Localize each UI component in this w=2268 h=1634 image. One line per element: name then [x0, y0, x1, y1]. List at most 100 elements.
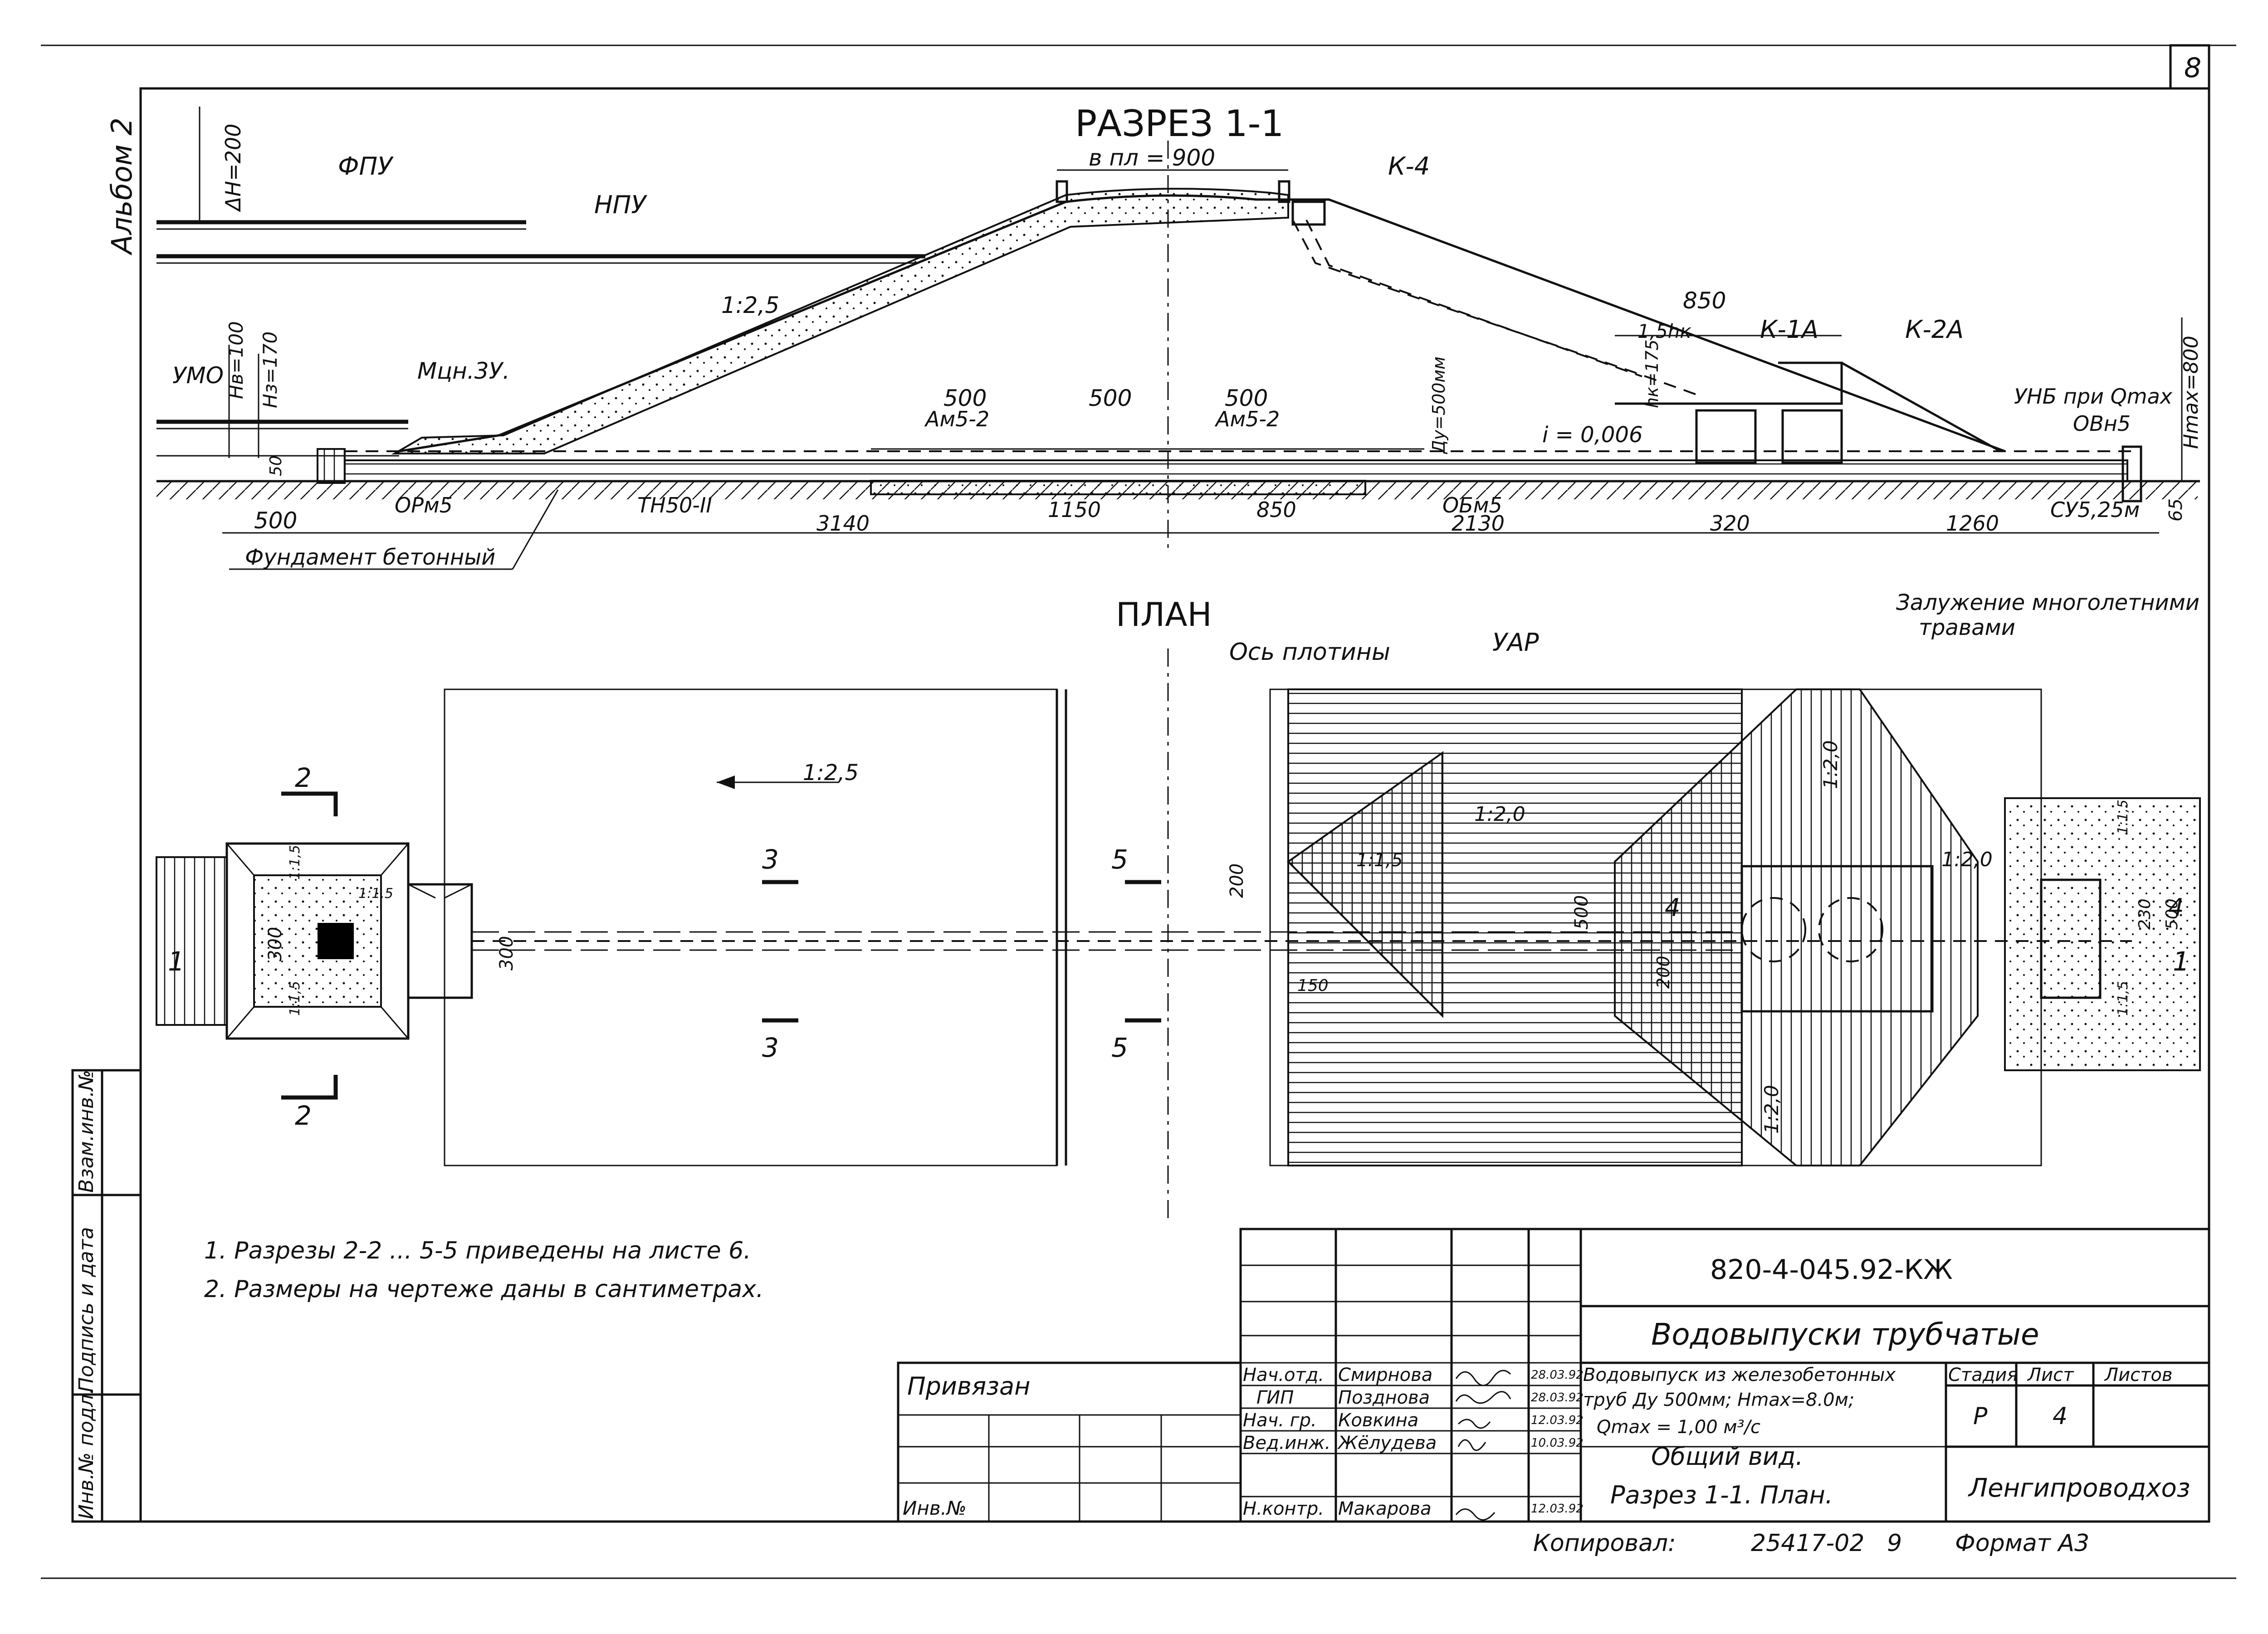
- role-1: ГИП: [1256, 1387, 1294, 1408]
- stage-header: Стадия: [1948, 1365, 2018, 1385]
- label-1260: 1260: [1946, 511, 1999, 536]
- label-slope-20-d: 1:2,0: [1760, 1085, 1783, 1134]
- label-dh: ΔН=200: [221, 124, 245, 212]
- label-k4: К-4: [1388, 152, 1430, 180]
- label-ovn: ОВн5: [2073, 411, 2131, 436]
- label-500-2: 500: [1089, 385, 1132, 411]
- label-230: 230: [2136, 898, 2154, 930]
- label-500-left: 500: [254, 507, 297, 534]
- name-1: Позднова: [1338, 1387, 1430, 1408]
- name-5: Макарова: [1338, 1498, 1432, 1519]
- label-umo: УМО: [172, 362, 224, 389]
- label-sec-2b: 2: [295, 1100, 312, 1131]
- role-0: Нач.отд.: [1243, 1365, 1324, 1385]
- date-0: 28.03.92: [1531, 1368, 1584, 1382]
- label-500-outlet: 500: [2163, 898, 2181, 930]
- pipe-section: [344, 459, 2128, 482]
- well-k2a: [1781, 409, 1843, 464]
- date-1: 28.03.92: [1531, 1391, 1584, 1405]
- stage-value: Р: [1973, 1403, 1988, 1430]
- label-grass-2: травами: [1919, 615, 2015, 640]
- date-2: 12.03.92: [1531, 1414, 1584, 1427]
- sheet-header: Лист: [2027, 1365, 2074, 1385]
- sheet-number: 8: [2184, 52, 2201, 84]
- label-3140: 3140: [816, 511, 870, 536]
- label-sec-5a: 5: [1111, 844, 1128, 875]
- doc-sub-2: Разрез 1-1. План.: [1610, 1481, 1833, 1509]
- signature-rows: Нач.отд. Смирнова 28.03.92 ГИП Позднова …: [1243, 1365, 1584, 1519]
- date-3: 10.03.92: [1531, 1436, 1584, 1450]
- label-slope-i: i = 0,006: [1542, 422, 1642, 448]
- role-5: Н.контр.: [1243, 1498, 1324, 1519]
- label-foundation: Фундамент бетонный: [245, 545, 495, 570]
- date-5: 12.03.92: [1531, 1502, 1584, 1516]
- label-50: 50: [267, 455, 285, 476]
- name-0: Смирнова: [1338, 1365, 1432, 1385]
- doc-desc-3: Qmax = 1,00 м³/с: [1597, 1417, 1760, 1438]
- label-slope-15-f: 1:1,5: [2115, 981, 2131, 1016]
- sheets-header: Листов: [2104, 1365, 2172, 1385]
- album-label: Альбом 2: [105, 117, 138, 256]
- name-3: Жёлудева: [1337, 1433, 1437, 1454]
- label-850b: 850: [1256, 498, 1296, 522]
- title-block: [897, 1228, 2210, 1523]
- side-stamp: [71, 1069, 142, 1523]
- label-tn: ТН50-II: [637, 493, 712, 517]
- doc-code: 820-4-045.92-КЖ: [1710, 1254, 1953, 1286]
- role-3: Вед.инж.: [1243, 1433, 1330, 1454]
- label-slope-15-a: 1:1,5: [1356, 850, 1403, 871]
- label-sec-5b: 5: [1111, 1032, 1128, 1063]
- sheet-value: 4: [2053, 1403, 2068, 1430]
- label-slope-20-b: 1:2,0: [1941, 848, 1993, 871]
- doc-sub-1: Общий вид.: [1651, 1442, 1803, 1471]
- label-slope-20-a: 1:2,0: [1474, 803, 1525, 826]
- upstream-lining: [391, 188, 1289, 454]
- label-bpl: в пл = 900: [1089, 145, 1215, 171]
- format-label: Формат А3: [1955, 1530, 2089, 1557]
- label-mtsn: Мцн.3У.: [417, 358, 510, 384]
- label-fpu: ФПУ: [338, 152, 394, 180]
- handwritten-signatures: [1455, 1370, 1511, 1521]
- label-sec-1: 1: [168, 946, 185, 977]
- label-obm: ОБм5: [1442, 493, 1502, 517]
- label-hv: Нв=100: [225, 321, 247, 399]
- label-sec-2a: 2: [295, 762, 312, 793]
- doc-title: Водовыпуски трубчатые: [1651, 1317, 2039, 1352]
- role-2: Нач. гр.: [1243, 1410, 1317, 1431]
- label-150: 150: [1297, 976, 1329, 995]
- label-grass-1: Залужение многолетними: [1896, 590, 2200, 615]
- umo-structure: [317, 448, 346, 484]
- section-drawing: [156, 107, 2200, 553]
- label-am2: Ам5-2: [1214, 407, 1280, 431]
- label-200b: 200: [1653, 956, 1673, 989]
- label-k1a: К-1А: [1760, 315, 1818, 344]
- label-orm: ОРм5: [395, 493, 453, 517]
- plan-stilling-basin: [1614, 688, 1979, 1166]
- label-du: Ду=500мм: [1429, 356, 1449, 454]
- doc-desc-2: труб Ду 500мм; Нmax=8.0м;: [1583, 1390, 1854, 1410]
- label-500-plan: 500: [1571, 895, 1592, 930]
- label-k2a: К-2А: [1905, 315, 1964, 344]
- label-1150: 1150: [1048, 498, 1101, 522]
- label-hz: Нз=170: [259, 332, 281, 408]
- label-hmax: Нmax=800: [2180, 336, 2203, 449]
- copied-label: Копировал:: [1533, 1530, 1676, 1557]
- label-slope-25-plan: 1:2,5: [803, 760, 859, 785]
- label-sec-4b: 4: [2168, 893, 2184, 922]
- name-2: Ковкина: [1338, 1410, 1418, 1431]
- privyazan-label: Привязан: [907, 1372, 1030, 1400]
- org-name: Ленгипроводхоз: [1968, 1473, 2190, 1503]
- sheet-number-box: [2169, 44, 2210, 90]
- label-200: 200: [1227, 863, 1247, 898]
- label-sec-4: 4: [1665, 893, 1680, 922]
- label-axis: Ось плотины: [1229, 639, 1390, 666]
- label-300-b: 300: [496, 936, 517, 971]
- label-15hk: 1,5hк: [1637, 320, 1691, 342]
- label-slope-20-c: 1:2,0: [1819, 740, 1842, 789]
- copy-n: 9: [1887, 1530, 1902, 1557]
- chamber-k4: [1291, 200, 1326, 226]
- label-su: СУ5,25м: [2050, 498, 2140, 522]
- label-2130: 2130: [1452, 511, 1505, 536]
- label-slope-15-c: 1:1,5: [287, 845, 303, 880]
- label-850: 850: [1683, 288, 1726, 314]
